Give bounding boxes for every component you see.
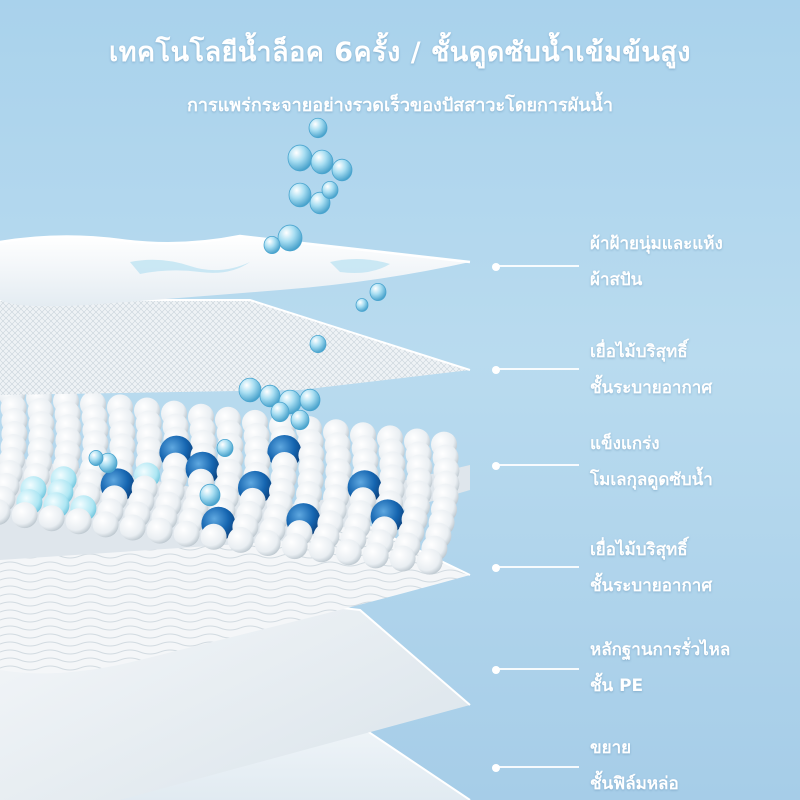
layer-label-lower-pulp-line1: เยื่อไม้บริสุทธิ์ (590, 540, 688, 560)
water-droplets (88, 117, 387, 507)
layer-label-polymer-line2: โมเลกุลดูดซับน้ำ (590, 470, 713, 490)
layer-label-pe-line2: ชั้น PE (590, 676, 644, 696)
layer-label-film-line1: ขยาย (590, 738, 632, 758)
page-subtitle: การแพร่กระจายอย่างรวดเร็วของปัสสาวะโดยกา… (187, 95, 613, 116)
callout-line-4 (497, 566, 579, 568)
layer-label-film: ขยาย ชั้นฟิล์มหล่อ (590, 730, 795, 800)
layer-label-film-line2: ชั้นฟิล์มหล่อ (590, 774, 679, 794)
layer-label-lower-pulp: เยื่อไม้บริสุทธิ์ ชั้นระบายอากาศ (590, 532, 795, 604)
layer-label-lower-pulp-line2: ชั้นระบายอากาศ (590, 576, 713, 596)
layer-label-polymer-line1: แข็งแกร่ง (590, 434, 660, 454)
callout-line-5 (497, 668, 579, 670)
callout-line-1 (497, 265, 579, 267)
layer-label-pe-line1: หลักฐานการรั่วไหล (590, 640, 731, 660)
page-title: เทคโนโลยีน้ำล็อค 6ครั้ง / ชั้นดูดซับน้ำเ… (109, 37, 691, 68)
callout-line-3 (497, 464, 579, 466)
callout-dot-3 (492, 462, 500, 470)
polymer-core-layer (0, 382, 470, 575)
upper-pulp-layer (0, 299, 471, 395)
callout-dot-1 (492, 263, 500, 271)
callout-line-6 (497, 766, 579, 768)
layer-label-upper-pulp: เยื่อไม้บริสุทธิ์ ชั้นระบายอากาศ (590, 334, 795, 406)
callout-dot-6 (492, 764, 500, 772)
layer-label-polymer: แข็งแกร่ง โมเลกุลดูดซับน้ำ (590, 426, 795, 498)
callout-dot-4 (492, 564, 500, 572)
callout-line-2 (497, 368, 579, 370)
layer-label-upper-pulp-line2: ชั้นระบายอากาศ (590, 378, 713, 398)
callout-dot-2 (492, 366, 500, 374)
layer-label-cotton-line1: ผ้าฝ้ายนุ่มและแห้ง (590, 234, 723, 254)
top-cotton-layer (0, 234, 471, 307)
layer-label-cotton: ผ้าฝ้ายนุ่มและแห้ง ผ้าสปัน (590, 226, 795, 298)
layer-label-cotton-line2: ผ้าสปัน (590, 270, 643, 290)
callout-dot-5 (492, 666, 500, 674)
layer-label-pe: หลักฐานการรั่วไหล ชั้น PE (590, 632, 795, 704)
layer-label-upper-pulp-line1: เยื่อไม้บริสุทธิ์ (590, 342, 688, 362)
